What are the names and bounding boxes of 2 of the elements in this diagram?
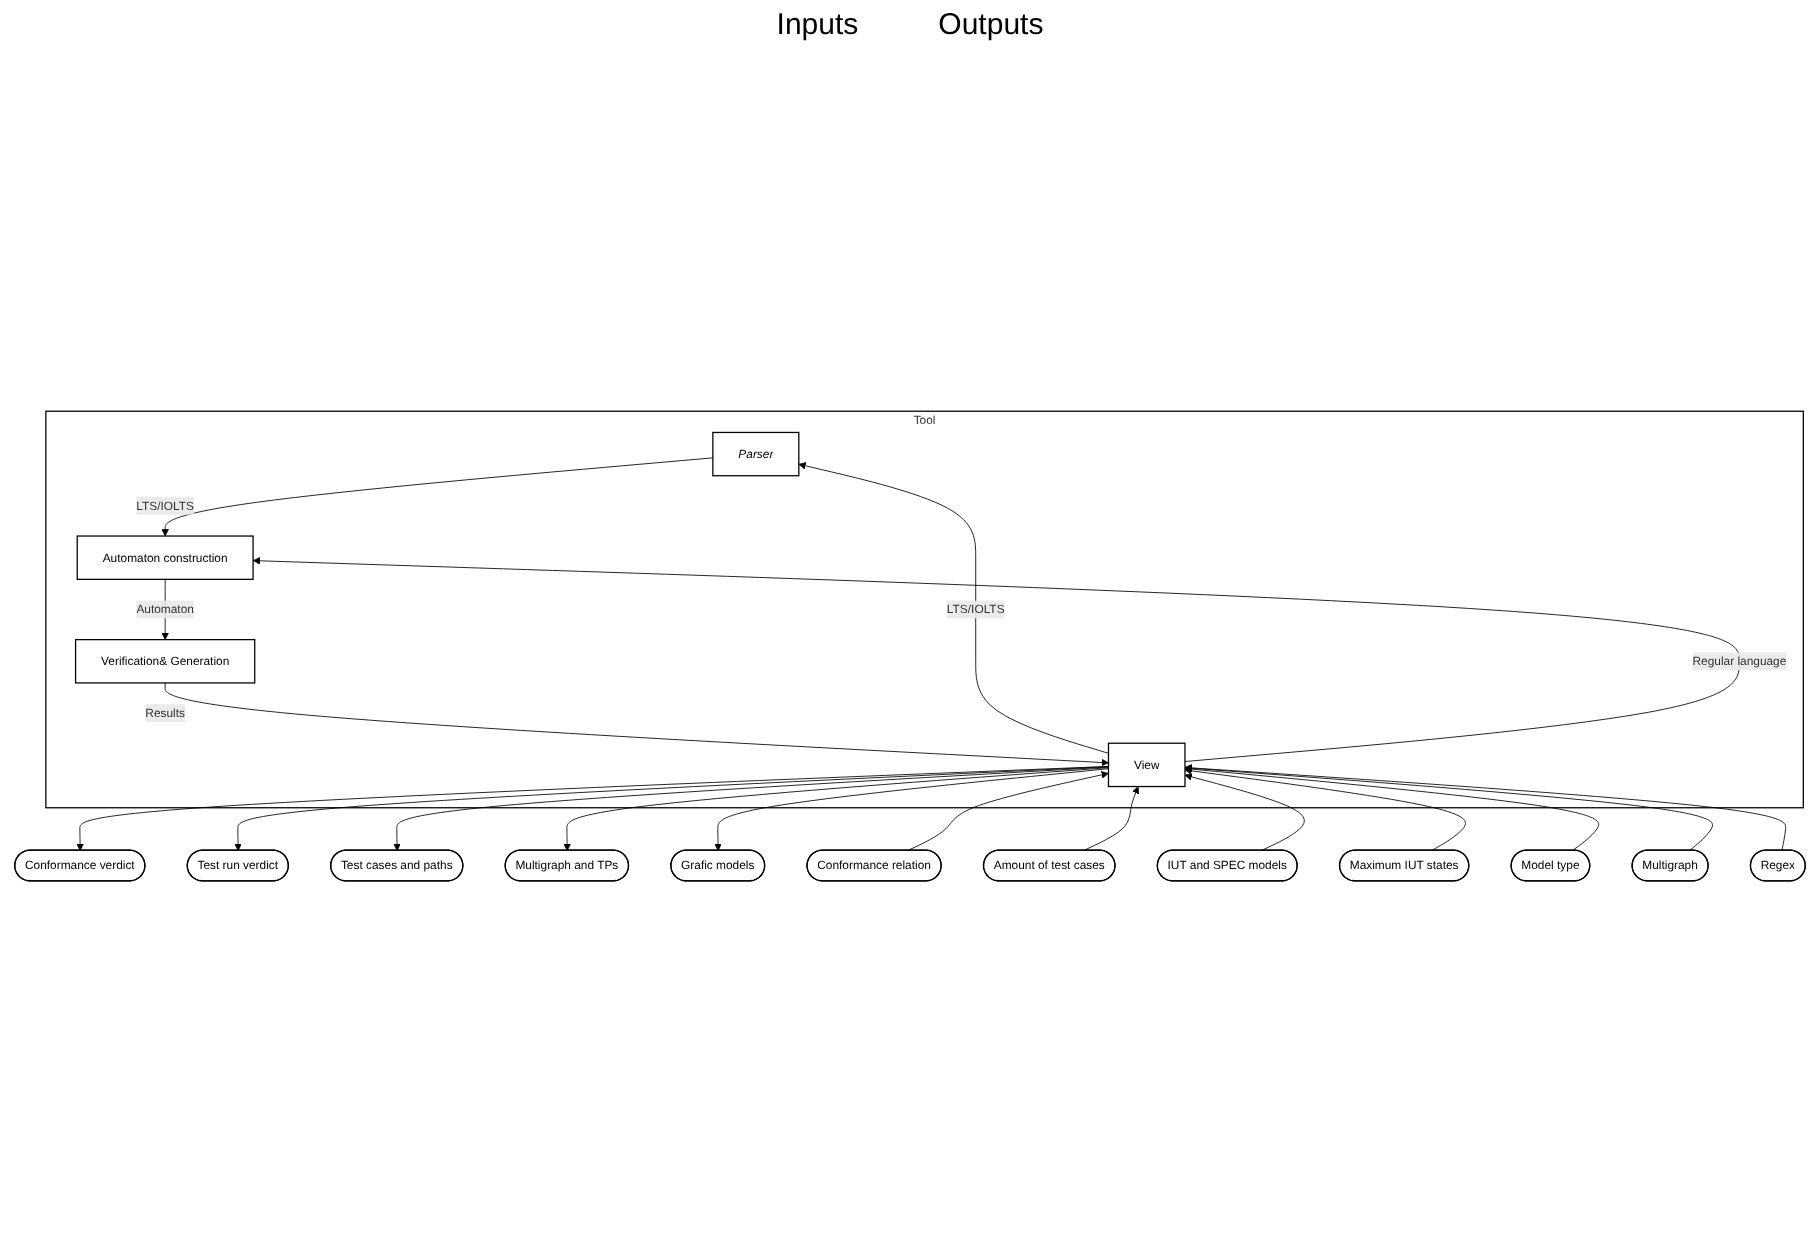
section-label: Inputs: [776, 8, 859, 46]
section-label: Outputs: [938, 8, 1044, 46]
